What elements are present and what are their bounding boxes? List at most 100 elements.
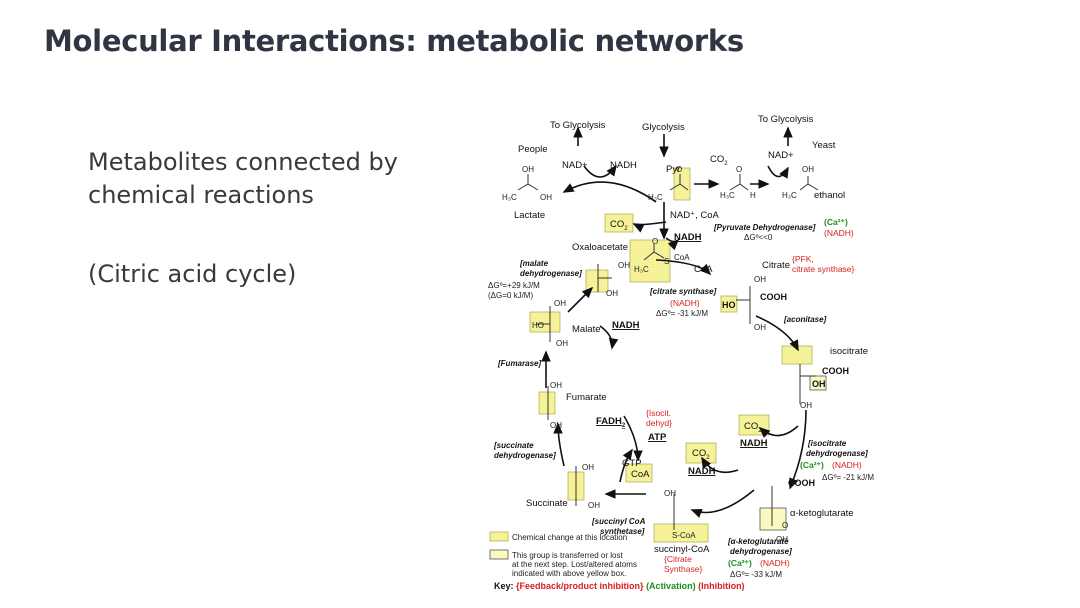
- oxaloacetate-highlight: [585, 269, 609, 293]
- label-atp: ATP: [648, 432, 667, 443]
- fumarate-highlight: [538, 391, 556, 415]
- label-fumarate-oh2: OH: [550, 421, 562, 430]
- akg-highlight: [759, 507, 787, 531]
- label-malate: Malate: [572, 324, 601, 335]
- label-oh-iso: OH: [812, 379, 826, 389]
- label-ethanol-formula: H₃C: [782, 191, 797, 200]
- arrow-to-lactate: [562, 181, 657, 203]
- label-nadh-akg: NADH: [688, 466, 716, 477]
- label-malate-ho: HO: [532, 321, 544, 330]
- label-co2-box: CO2: [610, 219, 628, 232]
- label-scoa: S-CoA: [672, 531, 696, 540]
- label-iso-oh: OH: [800, 401, 812, 410]
- label-acetaldehyde-h: H: [750, 191, 756, 200]
- label-ethanol-oh: OH: [802, 165, 814, 174]
- label-oaa-oh2: OH: [606, 289, 618, 298]
- label-pyr: Pyr: [666, 164, 680, 175]
- label-isocit-reg2: dehyd}: [646, 418, 672, 428]
- bullet-citric-acid-cycle: (Citric acid cycle): [88, 260, 297, 288]
- arrow-isocitrate-to-akg: [789, 409, 807, 490]
- label-mdh-2: dehydrogenase]: [520, 269, 582, 278]
- label-cooh-akg: COOH: [788, 478, 815, 488]
- label-acetyl-o: O: [652, 237, 658, 246]
- label-citrate: Citrate: [762, 260, 790, 271]
- label-idh-dg: ΔGº= -21 kJ/M: [822, 473, 874, 482]
- label-mdh-dg2: (ΔG=0 kJ/M): [488, 291, 533, 300]
- label-akgdh-nadh: (NADH): [760, 558, 790, 568]
- legend-key: Key: {Feedback/product inhibition} (Acti…: [494, 581, 745, 591]
- label-akgdh-ca: (Ca²⁺): [728, 558, 752, 568]
- label-nadh-iso: NADH: [740, 438, 768, 449]
- arrow-co2-iso: [758, 425, 799, 438]
- label-scoa-reg1: {Citrate: [664, 554, 692, 564]
- isocitrate-oh-highlight: [809, 375, 827, 391]
- label-idh-ca: (Ca²⁺): [800, 460, 824, 470]
- label-scoa-reg2: Synthase}: [664, 564, 702, 574]
- label-yeast: Yeast: [812, 140, 836, 151]
- label-nad-right: NAD+: [768, 150, 794, 161]
- citric-acid-cycle-diagram: To Glycolysis Glycolysis To Glycolysis P…: [488, 114, 874, 591]
- label-citrate-reg1: {PFK,: [792, 254, 814, 264]
- label-lactate-formula: H₃C: [502, 193, 517, 202]
- label-glycolysis: Glycolysis: [642, 122, 685, 133]
- pyruvate-highlight: [673, 167, 691, 201]
- arrow-nadh-malate: [599, 325, 619, 350]
- malate-bonds: [536, 306, 551, 342]
- label-akg: α-ketoglutarate: [790, 508, 854, 519]
- label-scs-2: synthetase]: [600, 527, 645, 536]
- label-pdh-ca: (Ca²⁺): [824, 217, 848, 227]
- arrow-citrate-to-isocitrate: [755, 315, 799, 352]
- label-malate-oh2: OH: [556, 339, 568, 348]
- label-gtp: GTP: [622, 458, 642, 469]
- legend-swatch-change: [489, 531, 509, 542]
- label-coa-top: CoA: [694, 264, 713, 275]
- label-isocitrate: isocitrate: [830, 346, 868, 357]
- bullet-metabolites: Metabolites connected by chemical reacti…: [88, 148, 398, 209]
- label-nadh-pdh: NADH: [674, 232, 702, 243]
- scoa-highlight: [653, 523, 709, 543]
- label-mdh-1: [malate: [519, 259, 549, 268]
- slide-title: Molecular Interactions: metabolic networ…: [44, 24, 744, 58]
- arrow-nad-right: [767, 165, 789, 179]
- label-acetyl-coa: CoA: [674, 253, 690, 262]
- label-ho-citrate: HO: [722, 300, 736, 310]
- label-cs-nadh: (NADH): [670, 298, 700, 308]
- label-citrate-oh2: OH: [754, 323, 766, 332]
- label-coa-box: CoA: [631, 469, 650, 480]
- label-succinyl-coa: succinyl-CoA: [654, 544, 710, 555]
- label-succinate-oh: OH: [582, 463, 594, 472]
- label-citrate-oh: OH: [754, 275, 766, 284]
- arrow-oaa-to-citrate: [655, 259, 712, 276]
- label-akg-oh: OH: [776, 535, 788, 544]
- legend-transfer-2: at the next step. Lost/altered atoms: [512, 560, 637, 569]
- citrate-ho-highlight: [720, 295, 738, 313]
- label-co2-akg: CO2: [692, 448, 710, 461]
- label-scs-1: [succinyl CoA: [591, 517, 646, 526]
- malate-highlight: [529, 311, 561, 333]
- label-akgdh-dg: ΔGº= -33 kJ/M: [730, 570, 782, 579]
- label-lactate-oh: OH: [522, 165, 534, 174]
- label-fadh2: FADH2: [596, 416, 626, 429]
- label-citrate-reg2: citrate synthase}: [792, 264, 855, 274]
- legend-transfer-1: This group is transferred or lost: [512, 551, 623, 560]
- label-succinate: Succinate: [526, 498, 568, 509]
- legend-swatch-transfer: [489, 549, 509, 560]
- co2-box-highlight: [604, 213, 634, 233]
- label-cooh-iso: COOH: [822, 366, 849, 376]
- arrow-nad-nadh-left: [583, 164, 617, 178]
- arrow-gtp: [619, 448, 633, 483]
- label-fumarate: Fumarate: [566, 392, 607, 403]
- label-ethanol: ethanol: [814, 190, 845, 201]
- citrate-bonds: [736, 286, 751, 324]
- label-pdh: [Pyruvate Dehydrogenase]: [713, 223, 816, 232]
- arrow-co2-akg: [701, 456, 739, 474]
- label-akgdh-2: dehydrogenase]: [730, 547, 792, 556]
- arrow-co2-out: [632, 221, 667, 233]
- label-acetaldehyde-formula: H₃C: [720, 191, 735, 200]
- label-acetyl-formula: H₃C: [634, 265, 649, 274]
- label-to-glycolysis-right: To Glycolysis: [758, 114, 814, 125]
- arrow-succinate-to-fumarate: [553, 422, 565, 467]
- label-nad-coa: NAD⁺, CoA: [670, 210, 719, 221]
- label-oxaloacetate: Oxaloacetate: [572, 242, 628, 253]
- label-pyruvate-formula: H₃C: [648, 193, 663, 202]
